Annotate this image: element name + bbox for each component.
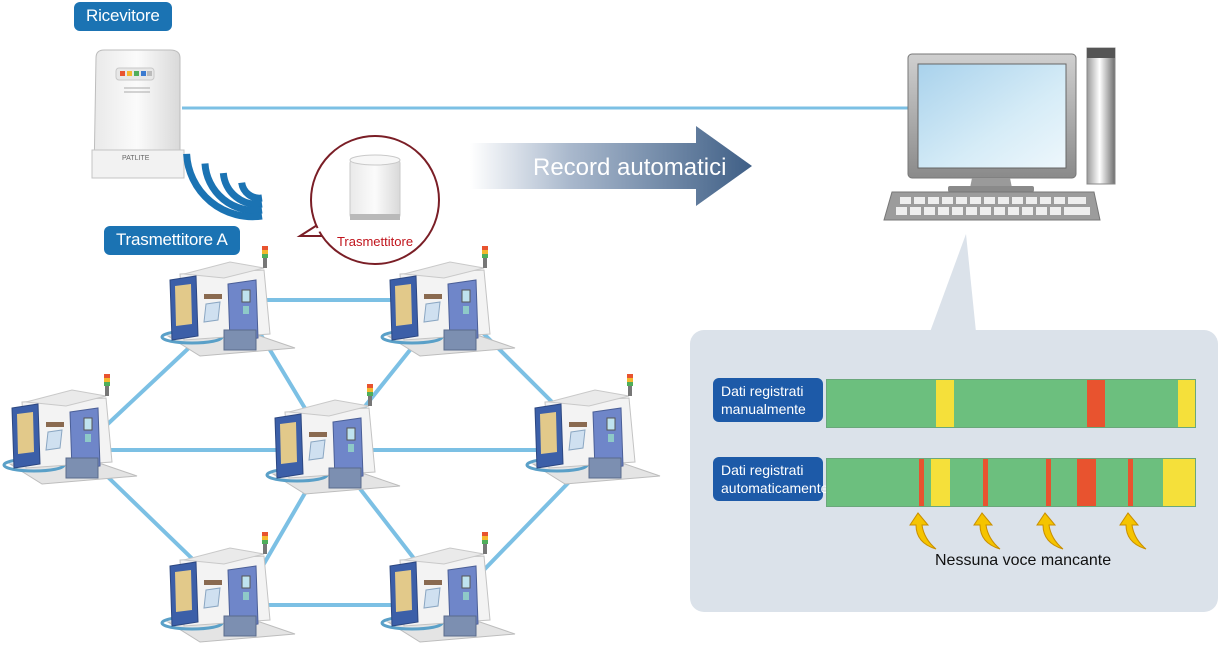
receiver-brand: PATLITE [122, 155, 150, 162]
machine-icon [2, 372, 139, 486]
receiver-icon: PATLITE [91, 49, 185, 179]
auto-segment-red [1128, 459, 1133, 506]
manual-segment-yellow [936, 380, 954, 427]
manual-row-label: Dati registrati manualmente [713, 378, 823, 422]
machine-icon [265, 382, 402, 496]
manual-data-bar [826, 379, 1196, 428]
receiver-tag: Ricevitore [74, 2, 172, 31]
machine-icon [380, 244, 517, 358]
arrow-label: Record automatici [533, 154, 726, 181]
manual-segment-yellow-end [1178, 380, 1195, 427]
auto-segment-red [919, 459, 924, 506]
automatic-data-bar [826, 458, 1196, 507]
auto-segment-red-wide [1077, 459, 1096, 506]
marker-arrows [909, 512, 1147, 550]
machine-icon [525, 372, 662, 486]
transmitter-a-tag: Trasmettitore A [104, 226, 240, 255]
auto-segment-red [983, 459, 988, 506]
curved-arrow-icon [909, 512, 1147, 550]
auto-segment-yellow [931, 459, 950, 506]
transmitter-icon [349, 154, 401, 220]
arrow-icon [470, 126, 752, 206]
transmitter-bubble-label: Trasmettitore [337, 234, 413, 249]
auto-segment-yellow-end [1163, 459, 1195, 506]
panel-pointer [930, 234, 976, 332]
automatic-row-label: Dati registrati automaticamente [713, 457, 828, 501]
manual-segment-red [1087, 380, 1105, 427]
auto-segment-red [1046, 459, 1051, 506]
panel-note: Nessuna voce mancante [935, 552, 1112, 569]
transmitter-bubble [296, 135, 440, 265]
machine-icon [380, 530, 517, 644]
wifi-signal-icon [183, 153, 263, 221]
computer-icon [883, 47, 1116, 221]
